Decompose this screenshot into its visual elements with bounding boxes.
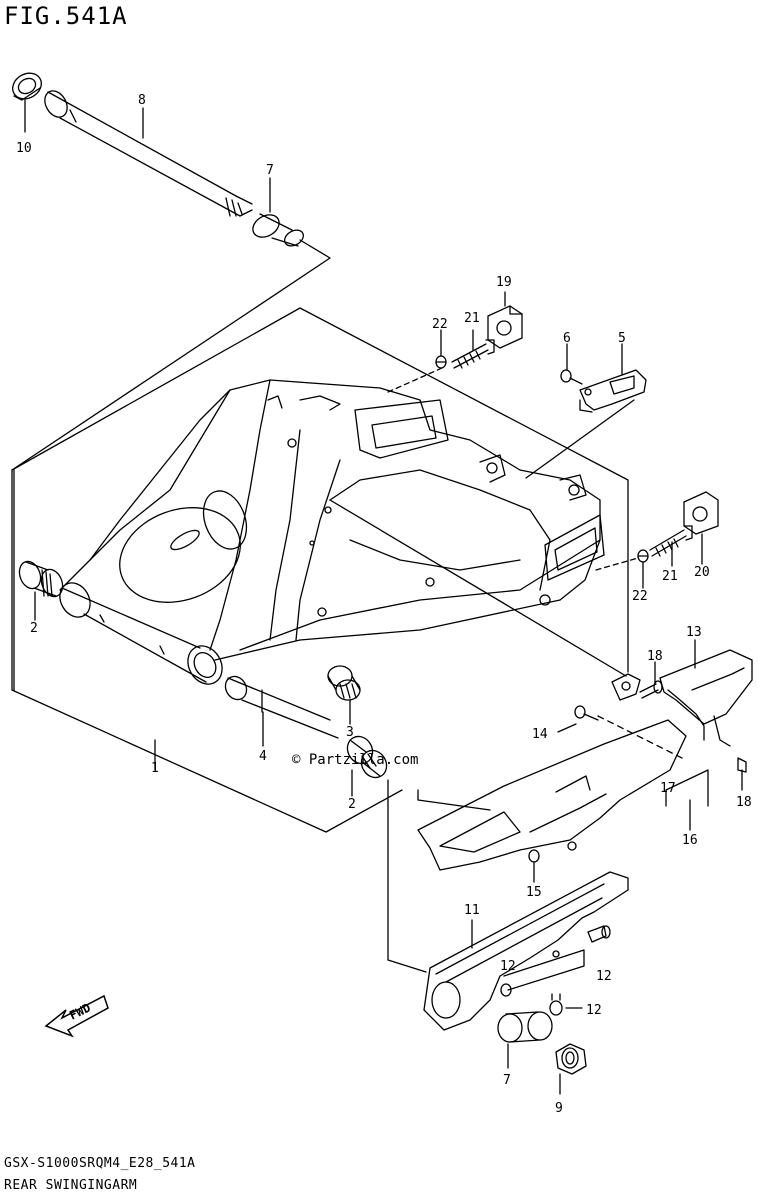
forward-arrow-icon: FWD	[44, 994, 109, 1038]
pivot-tube-part	[59, 582, 223, 685]
adjuster-block-20-part	[683, 491, 719, 535]
callout-21a: 21	[464, 311, 480, 326]
callout-3: 3	[346, 725, 354, 740]
slider-dashed-leader	[387, 779, 427, 973]
collar-7-lower-part	[497, 1011, 553, 1043]
callout-9: 9	[555, 1101, 563, 1116]
screw-18-lower-part	[737, 757, 747, 791]
screw-14-part	[574, 705, 599, 721]
upper-dashed-leader	[387, 367, 443, 393]
leader-14	[557, 723, 577, 733]
callout-4: 4	[259, 749, 267, 764]
figure-title: FIG.541A	[4, 2, 128, 30]
pivot-leader-dashed	[11, 239, 331, 471]
chain-slider-11-part	[423, 871, 629, 1031]
callout-2a: 2	[30, 621, 38, 636]
callout-18a: 18	[647, 649, 663, 664]
screw-18-upper-part	[639, 680, 663, 699]
adjuster-block-19-part	[487, 305, 523, 349]
callout-11: 11	[464, 903, 480, 918]
callout-12b: 12	[596, 969, 612, 984]
callout-labels: 10 8 7 19 22 21 6 5 2 3 4 2 1 22 21 20 1…	[16, 93, 752, 1116]
bolt-21-upper-part	[451, 339, 495, 369]
pivot-shaft-8-part	[44, 90, 253, 217]
callout-12a: 12	[500, 959, 516, 974]
screw-6-part	[560, 369, 583, 385]
chain-guard-13-part	[659, 649, 753, 747]
callout-20: 20	[694, 565, 710, 580]
callout-7a: 7	[266, 163, 274, 178]
callout-22a: 22	[432, 317, 448, 332]
bolt-21-right-part	[649, 525, 693, 557]
footer-section-name: REAR SWINGINGARM	[4, 1178, 138, 1193]
callout-14: 14	[532, 727, 548, 742]
assembly-outline	[11, 307, 629, 833]
callout-7b: 7	[503, 1073, 511, 1088]
right-dashed-leader	[595, 557, 639, 571]
nut-22-upper-part	[435, 355, 447, 369]
seal-10-part	[12, 72, 42, 101]
leader-17-bracket	[665, 769, 709, 807]
swingarm-body-part	[59, 379, 605, 661]
callout-6: 6	[563, 331, 571, 346]
callout-21b: 21	[662, 569, 678, 584]
callout-19: 19	[496, 275, 512, 290]
callout-10: 10	[16, 141, 32, 156]
mid-dashed-leader	[525, 399, 635, 479]
screw-12-b-part	[587, 925, 611, 943]
inner-tube-4-part	[224, 675, 339, 739]
screw-12-c-part	[549, 993, 563, 1016]
nut-9-part	[555, 1043, 587, 1075]
callout-22b: 22	[632, 589, 648, 604]
callout-15: 15	[526, 885, 542, 900]
callout-16: 16	[682, 833, 698, 848]
collar-7-part	[252, 213, 304, 247]
callout-8: 8	[138, 93, 146, 108]
callout-13: 13	[686, 625, 702, 640]
bearing-2-left-part	[18, 560, 64, 598]
bearing-2-right-part	[346, 735, 388, 779]
lower-dashed-leader	[597, 715, 687, 761]
bearing-3-part	[327, 665, 361, 701]
callout-5: 5	[618, 331, 626, 346]
footer-model-code: GSX-S1000SRQM4_E28_541A	[4, 1156, 196, 1171]
nut-22-right-part	[637, 549, 649, 563]
main-dashed-leader	[329, 499, 627, 811]
callout-1: 1	[151, 761, 159, 776]
screw-15-part	[528, 849, 540, 863]
guard-plate-16-part	[417, 719, 687, 871]
bracket-5-part	[579, 369, 647, 413]
callout-2b: 2	[348, 797, 356, 812]
callout-18b: 18	[736, 795, 752, 810]
watermark: © Partzilla.com	[292, 752, 418, 768]
screw-12-a-part	[500, 983, 512, 997]
callout-12c: 12	[586, 1003, 602, 1018]
bracket-part-near-18	[611, 673, 641, 701]
callout-17: 17	[660, 781, 676, 796]
